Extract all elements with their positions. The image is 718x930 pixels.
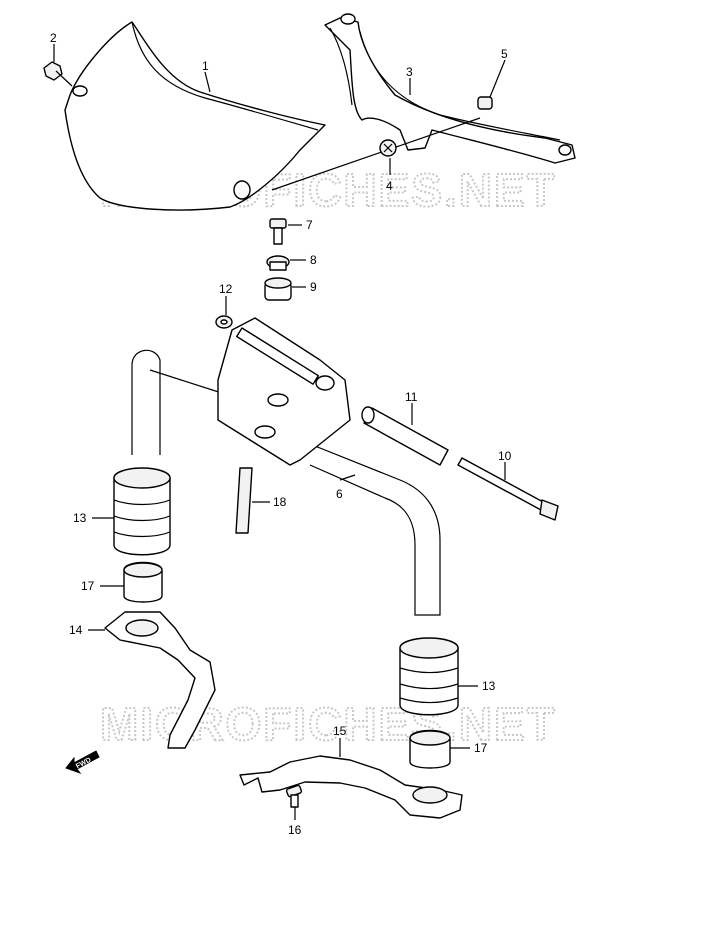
callout-10: 10 — [498, 449, 512, 480]
callout-11: 11 — [405, 390, 418, 425]
svg-text:12: 12 — [219, 282, 233, 296]
svg-text:11: 11 — [405, 390, 418, 404]
part-1-side-cover — [64, 21, 326, 211]
part-14-bracket-left — [104, 611, 216, 749]
callout-8: 8 — [290, 253, 317, 267]
callout-17-left: 17 — [81, 579, 124, 593]
svg-text:13: 13 — [482, 679, 496, 693]
callout-13-right: 13 — [458, 679, 496, 693]
part-5-cushion — [477, 96, 493, 110]
part-2-clip — [43, 61, 73, 87]
svg-text:13: 13 — [73, 511, 87, 525]
part-9-grommet — [264, 277, 292, 301]
callout-7: 7 — [288, 218, 313, 232]
part-10-bolt — [457, 457, 559, 521]
part-4-screw — [379, 139, 397, 157]
callout-13-left: 13 — [73, 511, 114, 525]
svg-text:3: 3 — [406, 65, 413, 79]
forward-indicator-label: FWD — [75, 757, 92, 771]
callout-17-right: 17 — [450, 741, 488, 755]
part-17-bushing-right — [409, 729, 451, 769]
svg-text:16: 16 — [288, 823, 302, 837]
svg-text:15: 15 — [333, 724, 347, 738]
callout-6: 6 — [336, 474, 356, 501]
part-13-rubber-mount-right — [399, 637, 459, 716]
svg-text:2: 2 — [50, 31, 57, 45]
svg-text:6: 6 — [336, 487, 343, 501]
part-8-collar — [266, 255, 290, 271]
part-7-bolt — [269, 218, 287, 245]
callout-14: 14 — [69, 623, 105, 637]
svg-text:5: 5 — [501, 47, 508, 61]
svg-text:8: 8 — [310, 253, 317, 267]
forward-indicator: FWD — [65, 750, 100, 775]
callout-9: 9 — [292, 280, 317, 294]
part-11-spacer — [361, 406, 449, 466]
svg-text:9: 9 — [310, 280, 317, 294]
svg-text:10: 10 — [498, 449, 512, 463]
svg-text:17: 17 — [474, 741, 488, 755]
svg-text:1: 1 — [202, 59, 209, 73]
callout-3: 3 — [406, 65, 413, 95]
svg-text:14: 14 — [69, 623, 83, 637]
part-15-bracket-right — [239, 755, 463, 819]
part-17-bushing-left — [123, 561, 163, 603]
callout-5: 5 — [489, 47, 508, 98]
svg-text:4: 4 — [386, 179, 393, 193]
svg-text:18: 18 — [273, 495, 287, 509]
part-3-frame-bracket — [271, 13, 576, 191]
callout-4: 4 — [386, 158, 393, 193]
callout-18: 18 — [252, 495, 287, 509]
callout-12: 12 — [219, 282, 233, 315]
svg-text:17: 17 — [81, 579, 95, 593]
part-18-damper — [235, 467, 253, 534]
callout-2: 2 — [50, 31, 57, 62]
part-6-handle-bar — [131, 317, 441, 616]
callout-15: 15 — [333, 724, 347, 757]
part-12-washer — [215, 315, 233, 329]
part-16-bolt — [285, 784, 303, 808]
svg-text:7: 7 — [306, 218, 313, 232]
part-13-rubber-mount-left — [113, 467, 171, 556]
callout-1: 1 — [202, 59, 211, 93]
callout-16: 16 — [288, 807, 302, 837]
